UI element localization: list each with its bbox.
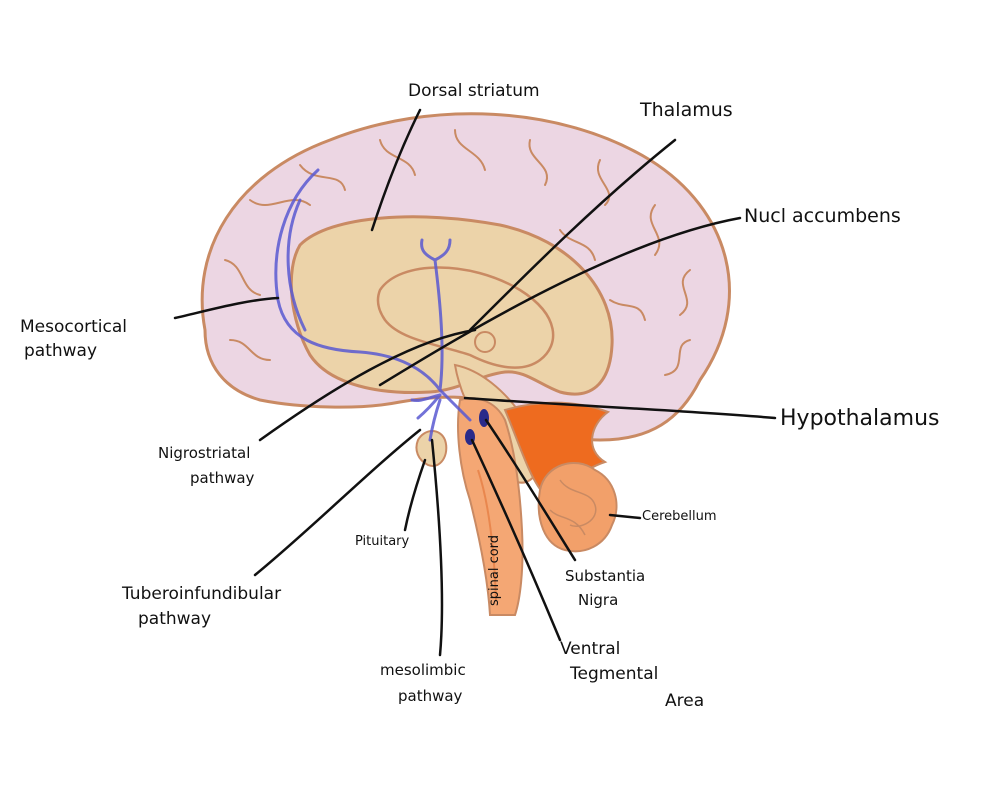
leader-tuberoinfundibular: [253, 428, 422, 577]
label-mesocortical-2: pathway: [24, 341, 98, 361]
leader-hypothalamus: [463, 396, 777, 420]
label-cerebellum: Cerebellum: [642, 509, 717, 524]
label-tuberoinfundibular-1: Tuberoinfundibular: [122, 584, 282, 604]
label-spinal-cord: spinal cord: [487, 534, 502, 606]
leader-substantia-nigra: [484, 418, 577, 562]
leader-dorsal-striatum: [370, 108, 422, 232]
label-mesocortical-1: Mesocortical: [20, 317, 127, 337]
thalamus-nucleus: [474, 331, 496, 353]
label-nucl-accumbens: Nucl accumbens: [744, 205, 901, 227]
leader-cerebellum: [608, 513, 642, 520]
dopamine-pathways: [274, 168, 472, 442]
leader-vta: [470, 438, 562, 642]
label-thalamus: Thalamus: [640, 99, 733, 121]
label-substantia-2: Nigra: [578, 591, 619, 609]
leader-lines: [173, 108, 777, 657]
label-hypothalamus: Hypothalamus: [780, 406, 940, 431]
label-mesolimbic-2: pathway: [398, 687, 463, 705]
label-substantia-1: Substantia: [565, 567, 646, 585]
label-pituitary: Pituitary: [355, 534, 410, 549]
label-vta-1: Ventral: [560, 639, 621, 659]
leader-nigrostriatal: [258, 328, 477, 442]
label-mesolimbic-1: mesolimbic: [380, 661, 466, 679]
leader-nucl-accumbens: [378, 216, 742, 387]
label-dorsal-striatum: Dorsal striatum: [408, 81, 540, 101]
leader-pituitary: [403, 458, 427, 532]
label-nigrostriatal-1: Nigrostriatal: [158, 444, 251, 462]
cerebellum: [537, 461, 618, 553]
label-nigrostriatal-2: pathway: [190, 469, 255, 487]
leader-mesolimbic: [430, 438, 444, 657]
spinal-cord-inner: [477, 469, 497, 601]
label-tuberoinfundibular-2: pathway: [138, 609, 212, 629]
leader-thalamus: [468, 138, 677, 332]
label-vta-3: Area: [665, 691, 705, 711]
leader-mesocortical: [173, 296, 280, 320]
label-vta-2: Tegmental: [570, 664, 659, 684]
